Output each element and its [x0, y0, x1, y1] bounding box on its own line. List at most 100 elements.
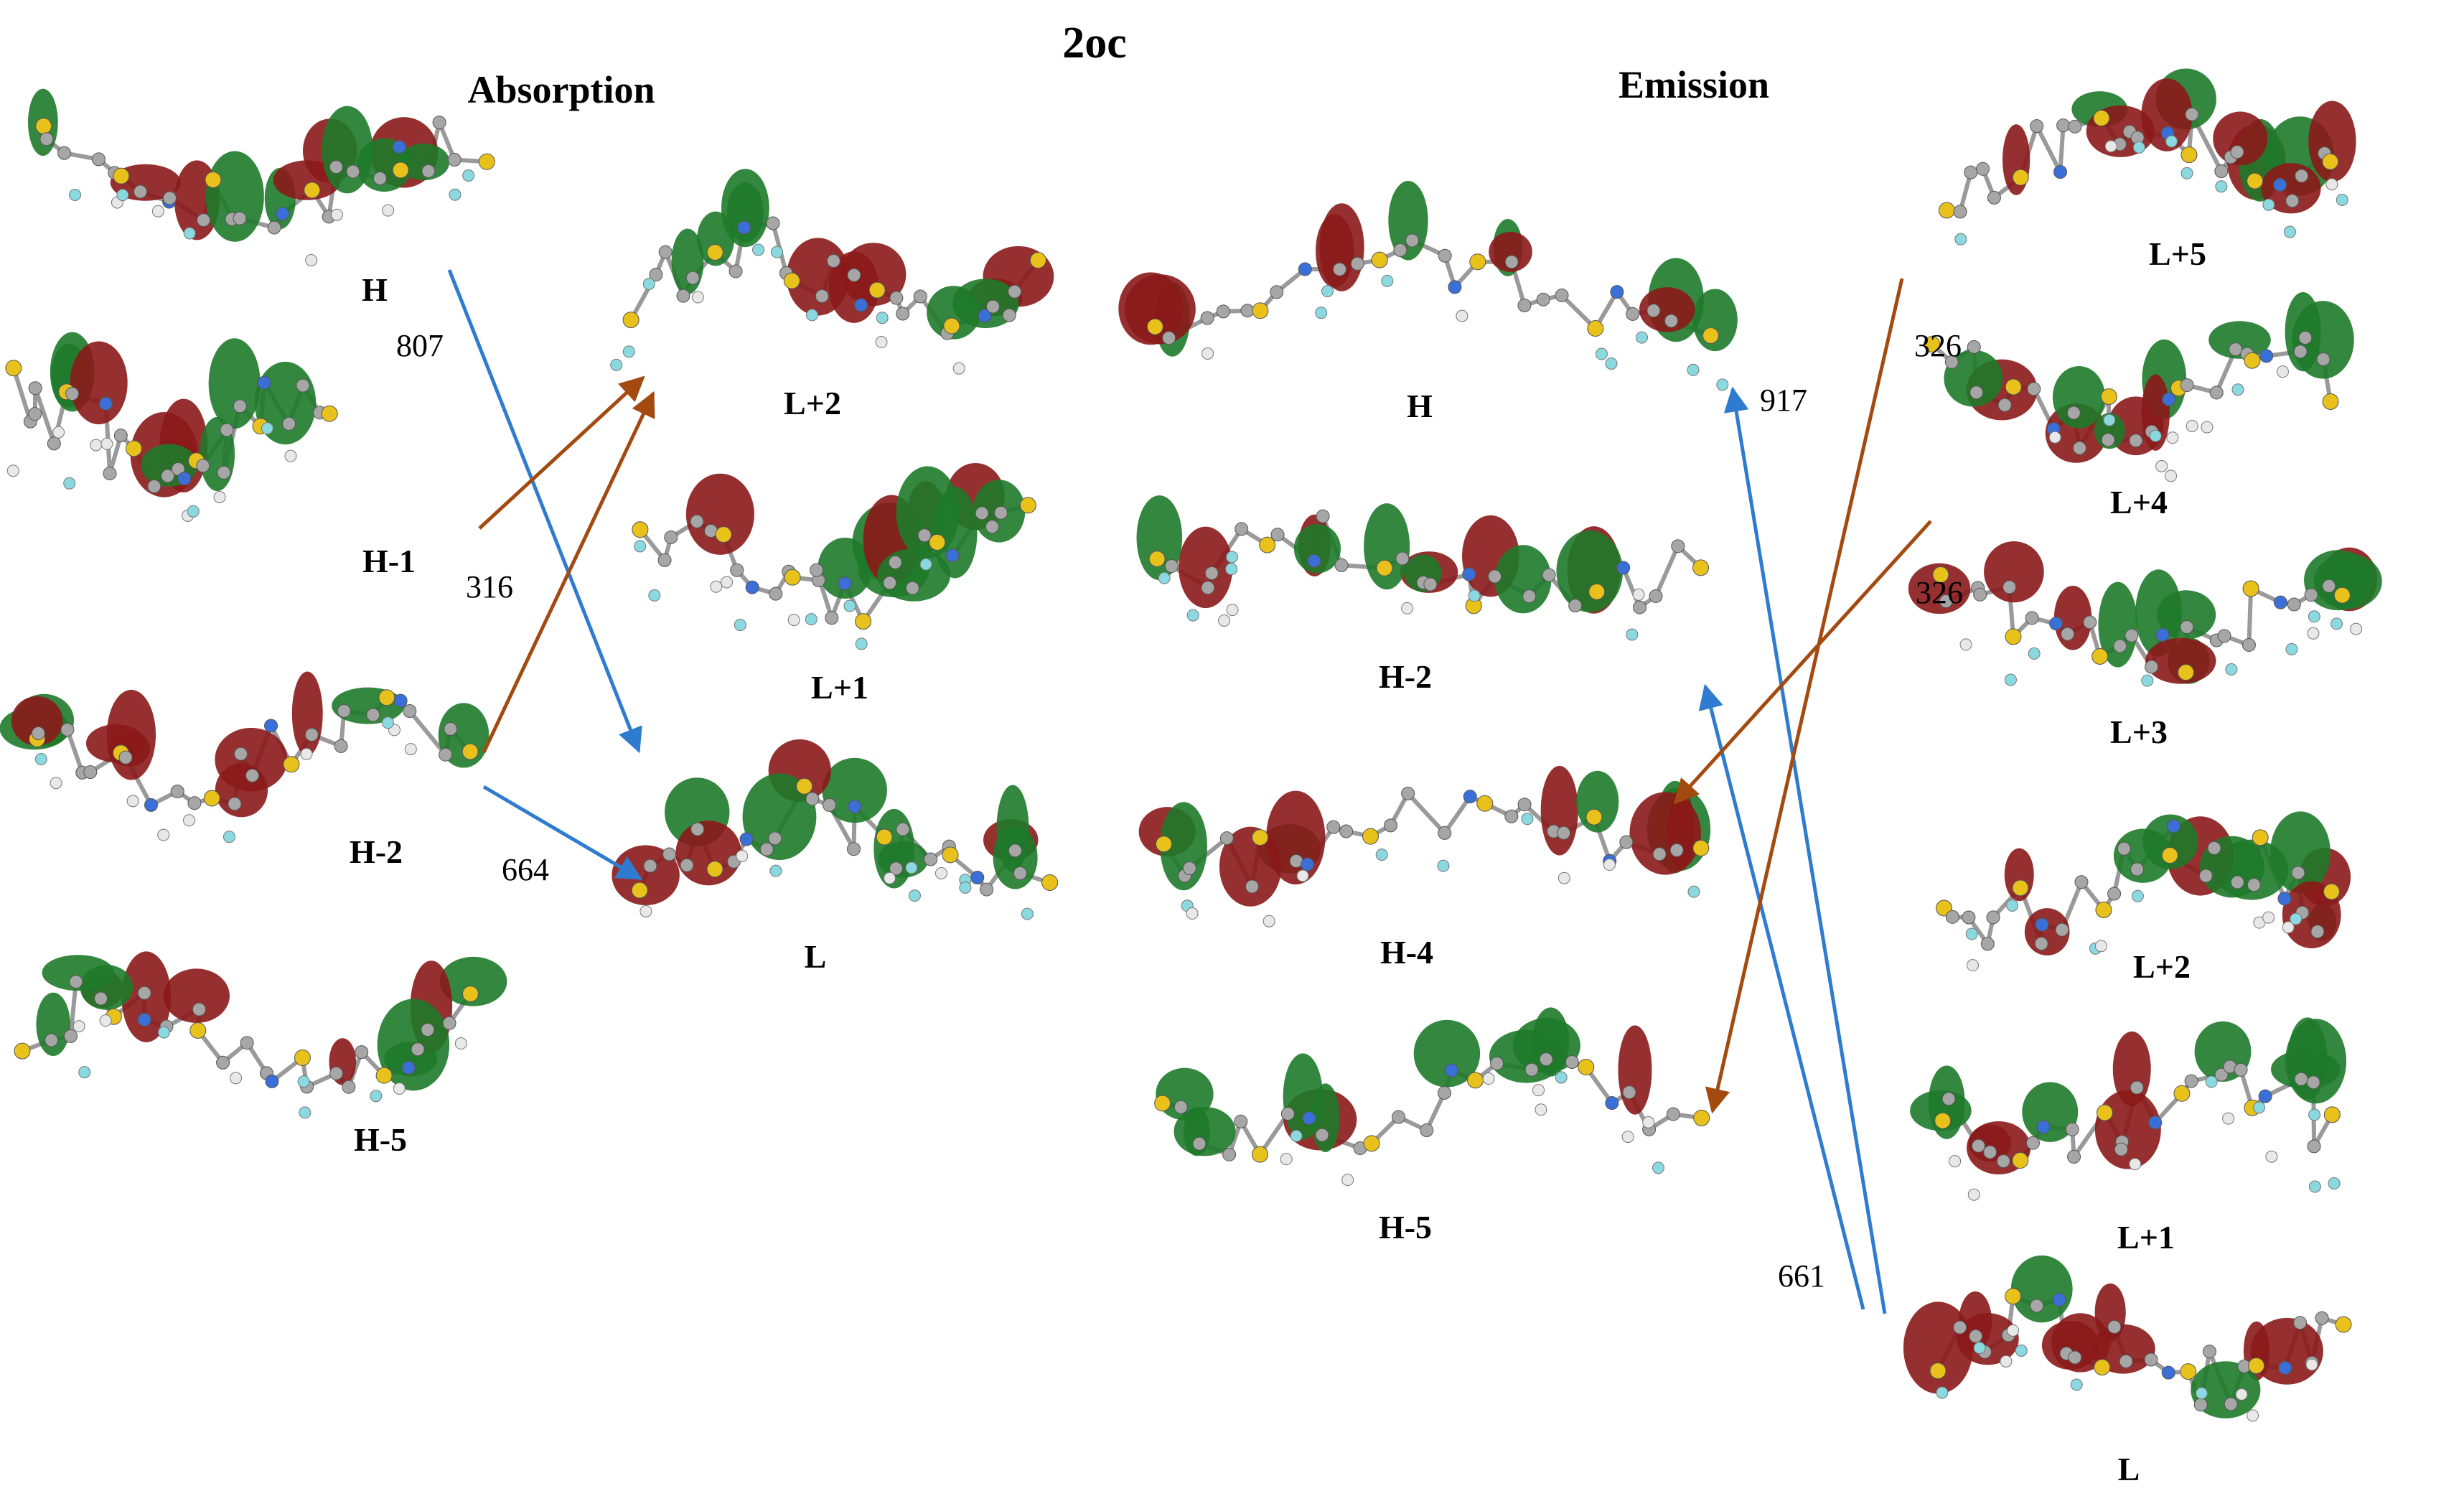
orbital-lobe	[2112, 1031, 2151, 1107]
atom	[1633, 600, 1647, 614]
atom	[1595, 347, 1608, 360]
atom	[2307, 1139, 2321, 1154]
atom	[375, 1067, 393, 1084]
em-label-l+2: L+2	[2133, 948, 2191, 985]
atom	[137, 986, 151, 1000]
atom	[1938, 202, 1955, 219]
orbital-lobe	[1639, 287, 1695, 332]
atom	[2273, 177, 2287, 192]
atom	[2053, 164, 2067, 179]
transition-label: 326	[1916, 575, 1963, 610]
orbital-lobe	[1532, 1007, 1570, 1077]
atom	[1535, 1103, 1547, 1116]
atom	[284, 449, 297, 462]
atom	[230, 1072, 243, 1085]
transition-label: 661	[1778, 1258, 1825, 1294]
atom	[2100, 388, 2117, 405]
atom	[447, 153, 462, 167]
atom	[454, 1037, 467, 1050]
atom	[1164, 559, 1179, 574]
atom	[715, 526, 732, 543]
atom	[57, 146, 72, 160]
atom	[1448, 280, 1462, 294]
molecule-em-l+2	[1936, 811, 2351, 972]
atom	[1953, 205, 1967, 219]
atom	[1649, 589, 1663, 603]
atom	[2186, 419, 2198, 432]
atom	[342, 1080, 356, 1094]
atom	[355, 1045, 369, 1060]
atom	[1219, 831, 1234, 846]
atom	[1652, 1161, 1664, 1174]
atom	[1944, 355, 1959, 369]
atom	[959, 881, 972, 894]
atom	[2072, 441, 2086, 455]
atom	[770, 246, 783, 258]
atom	[676, 289, 690, 303]
em-label-l+3: L+3	[2110, 714, 2168, 750]
atom	[2290, 912, 2303, 925]
atom	[2144, 1352, 2158, 1367]
atom	[2276, 365, 2289, 378]
orbital-lobe	[1984, 541, 2044, 603]
atom	[1565, 1055, 1579, 1070]
atom	[643, 859, 657, 873]
atom	[2002, 580, 2017, 594]
orbital-lobe	[215, 763, 268, 818]
atom	[233, 211, 247, 225]
atom	[2258, 1089, 2272, 1103]
orbital-lobe	[2010, 1255, 2073, 1323]
atom	[1216, 304, 1230, 319]
atom	[1204, 566, 1219, 580]
atom	[444, 721, 458, 736]
atom	[1986, 910, 2000, 925]
atom	[1321, 285, 1334, 298]
atom	[100, 437, 113, 450]
atom	[2180, 1363, 2197, 1380]
atom	[729, 264, 743, 279]
atom	[1393, 243, 1407, 257]
orbital-lobe	[439, 956, 507, 1006]
atom	[2005, 1288, 2022, 1305]
arrow-h-to-l	[447, 269, 642, 754]
atom	[1578, 1059, 1595, 1076]
atom	[1296, 869, 1309, 882]
atom	[28, 381, 42, 396]
atom	[2294, 1072, 2308, 1086]
atom	[2165, 135, 2178, 148]
transition-label: 316	[466, 569, 513, 604]
bond	[2058, 125, 2066, 172]
orbital-lobe	[993, 826, 1038, 889]
atom	[1158, 571, 1171, 584]
atom	[2107, 887, 2122, 901]
atom	[1405, 233, 1420, 248]
atom	[2130, 1080, 2144, 1095]
atom	[2265, 1150, 2278, 1163]
atom	[2262, 911, 2275, 924]
atom	[2215, 180, 2228, 193]
orbital-lobe	[1494, 545, 1552, 614]
arrow-l4-to-h4	[1673, 520, 1932, 805]
emission-header: Emission	[1618, 63, 1770, 106]
bond	[2247, 588, 2254, 645]
atom	[662, 847, 677, 861]
orbital-lobe	[1413, 1019, 1481, 1088]
atom	[2229, 342, 2243, 357]
atom	[35, 118, 52, 135]
orbital-lobe	[1219, 826, 1282, 907]
atom	[264, 719, 278, 733]
atom	[876, 828, 893, 846]
orbital-lobe	[2292, 301, 2354, 379]
atom	[2132, 141, 2145, 154]
atom	[2184, 1074, 2198, 1088]
atom	[2025, 1136, 2040, 1150]
orbital-lobe	[671, 228, 704, 295]
atom	[846, 842, 861, 856]
atom	[1646, 304, 1661, 318]
orbital-lobe	[398, 143, 450, 181]
atom	[228, 797, 242, 811]
atom	[1965, 927, 1978, 940]
atom	[39, 132, 54, 146]
atom	[2036, 1120, 2051, 1134]
